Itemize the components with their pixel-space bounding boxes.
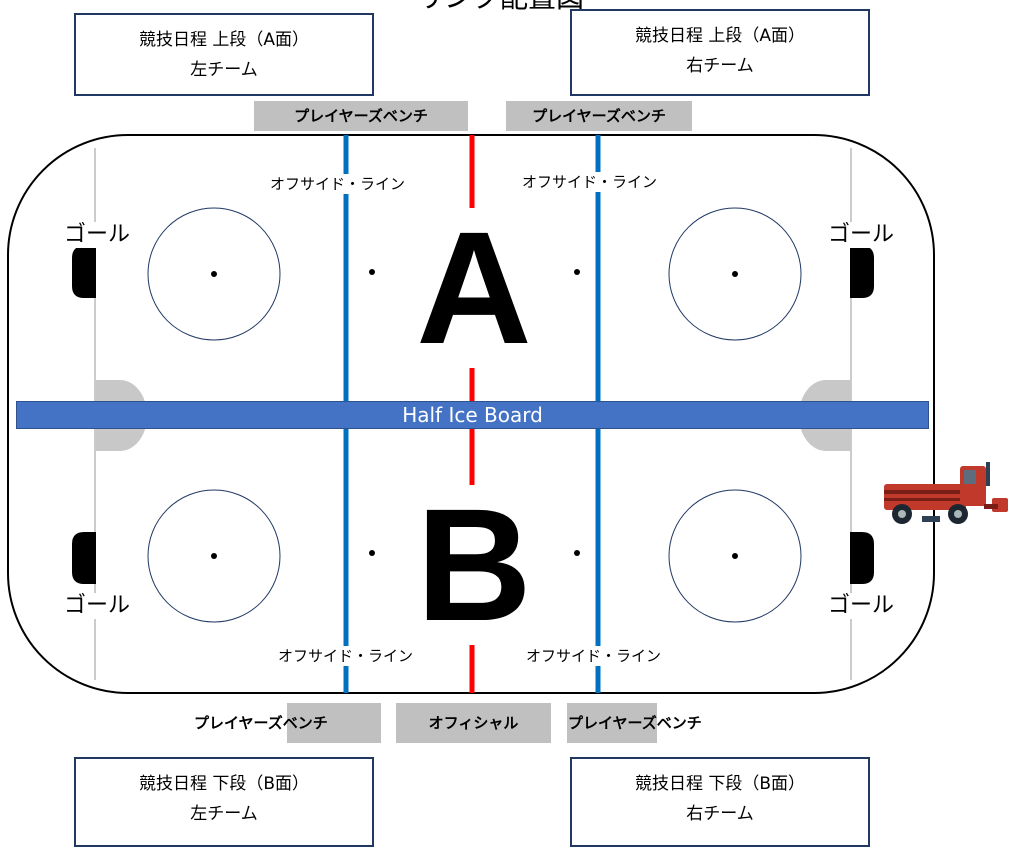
officials-box: オフィシャル: [396, 703, 551, 743]
players-bench-bottom-right: プレイヤーズベンチ: [568, 708, 702, 738]
players-bench-top-left: プレイヤーズベンチ: [254, 101, 468, 131]
zone-b-letter: B: [404, 485, 544, 645]
zamboni-icon: [878, 456, 1013, 528]
players-bench-bottom-left: プレイヤーズベンチ: [194, 708, 328, 738]
faceoff-dot: [732, 271, 738, 277]
goal-icon: [850, 246, 874, 298]
offside-line-label: オフサイド・ライン: [276, 646, 415, 666]
goal-label: ゴール: [64, 593, 130, 619]
offside-line-label: オフサイド・ライン: [524, 646, 663, 666]
faceoff-dot: [211, 271, 217, 277]
players-bench-top-right: プレイヤーズベンチ: [506, 101, 692, 131]
faceoff-dot: [369, 269, 375, 275]
goal-icon: [72, 246, 96, 298]
goal-label: ゴール: [828, 222, 894, 248]
faceoff-dot: [211, 553, 217, 559]
zone-a-letter: A: [404, 208, 544, 368]
offside-line-label: オフサイド・ライン: [520, 172, 659, 192]
faceoff-dot: [574, 269, 580, 275]
faceoff-dot: [574, 550, 580, 556]
goal-icon: [72, 532, 96, 584]
offside-line-label: オフサイド・ライン: [268, 174, 407, 194]
faceoff-dot: [732, 553, 738, 559]
goal-icon: [850, 532, 874, 584]
goal-label: ゴール: [64, 222, 130, 248]
half-ice-board: Half Ice Board: [16, 401, 929, 429]
faceoff-dot: [369, 550, 375, 556]
goal-label: ゴール: [828, 593, 894, 619]
